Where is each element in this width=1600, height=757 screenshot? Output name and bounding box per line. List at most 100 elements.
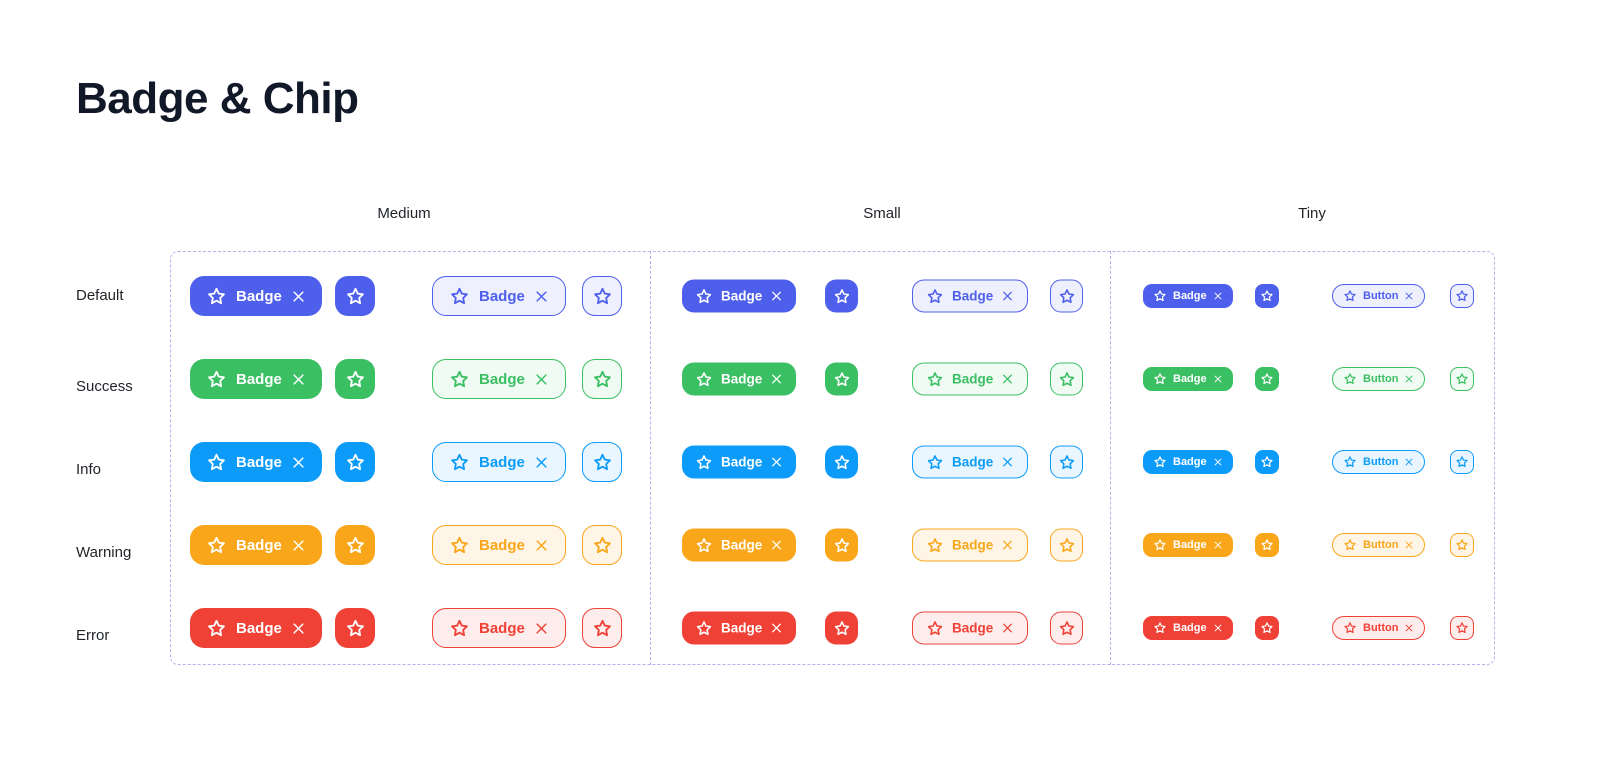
badge-tiny-info-outlined-text[interactable]: Button — [1332, 450, 1426, 474]
badge-small-error-outlined-icon[interactable] — [1050, 611, 1083, 645]
badge-tiny-default-solid-icon[interactable] — [1255, 284, 1279, 308]
close-icon[interactable] — [534, 538, 549, 553]
star-icon — [695, 370, 713, 388]
badge-medium-default-outlined-text[interactable]: Badge — [432, 276, 566, 316]
badge-tiny-success-outlined-icon[interactable] — [1450, 367, 1474, 391]
badge-medium-error-solid-text[interactable]: Badge — [190, 608, 322, 648]
star-icon — [926, 453, 944, 471]
star-icon — [1058, 536, 1076, 554]
close-icon[interactable] — [770, 539, 783, 552]
badge-tiny-error-outlined-text[interactable]: Button — [1332, 616, 1426, 640]
badge-tiny-error-solid-icon[interactable] — [1255, 616, 1279, 640]
close-icon[interactable] — [1404, 457, 1414, 467]
badge-small-success-solid-text[interactable]: Badge — [682, 362, 797, 396]
badge-tiny-info-solid-text[interactable]: Badge — [1143, 450, 1233, 474]
close-icon[interactable] — [534, 621, 549, 636]
badge-medium-success-solid-text[interactable]: Badge — [190, 359, 322, 399]
badge-label: Badge — [952, 288, 994, 304]
close-icon[interactable] — [1001, 373, 1014, 386]
close-icon[interactable] — [1001, 539, 1014, 552]
close-icon[interactable] — [770, 290, 783, 303]
badge-medium-error-outlined-text[interactable]: Badge — [432, 608, 566, 648]
badge-small-warning-solid-icon[interactable] — [825, 528, 858, 562]
badge-tiny-success-outlined-text[interactable]: Button — [1332, 367, 1426, 391]
close-icon[interactable] — [291, 372, 306, 387]
close-icon[interactable] — [1001, 622, 1014, 635]
close-icon[interactable] — [770, 456, 783, 469]
badge-medium-success-solid-icon[interactable] — [335, 359, 375, 399]
badge-small-info-outlined-icon[interactable] — [1050, 445, 1083, 479]
badge-tiny-success-solid-text[interactable]: Badge — [1143, 367, 1233, 391]
close-icon[interactable] — [1213, 457, 1223, 467]
close-icon[interactable] — [534, 455, 549, 470]
close-icon[interactable] — [1213, 374, 1223, 384]
close-icon[interactable] — [1404, 623, 1414, 633]
badge-tiny-warning-solid-text[interactable]: Badge — [1143, 533, 1233, 557]
badge-tiny-success-solid-icon[interactable] — [1255, 367, 1279, 391]
badge-slot-medium-success-outlined-icon — [582, 359, 622, 399]
badge-small-success-outlined-text[interactable]: Badge — [912, 362, 1029, 396]
badge-tiny-error-outlined-icon[interactable] — [1450, 616, 1474, 640]
close-icon[interactable] — [534, 289, 549, 304]
badge-tiny-error-solid-text[interactable]: Badge — [1143, 616, 1233, 640]
badge-medium-default-solid-text[interactable]: Badge — [190, 276, 322, 316]
star-icon — [449, 452, 470, 473]
badge-medium-info-solid-icon[interactable] — [335, 442, 375, 482]
badge-medium-info-outlined-text[interactable]: Badge — [432, 442, 566, 482]
badge-small-default-solid-text[interactable]: Badge — [682, 279, 797, 313]
badge-small-warning-outlined-icon[interactable] — [1050, 528, 1083, 562]
badge-medium-default-solid-icon[interactable] — [335, 276, 375, 316]
close-icon[interactable] — [1001, 456, 1014, 469]
badge-small-warning-outlined-text[interactable]: Badge — [912, 528, 1029, 562]
close-icon[interactable] — [291, 621, 306, 636]
badge-tiny-warning-outlined-text[interactable]: Button — [1332, 533, 1426, 557]
close-icon[interactable] — [1404, 540, 1414, 550]
badge-tiny-warning-solid-icon[interactable] — [1255, 533, 1279, 557]
badge-medium-default-outlined-icon[interactable] — [582, 276, 622, 316]
badge-tiny-info-solid-icon[interactable] — [1255, 450, 1279, 474]
badge-medium-warning-solid-text[interactable]: Badge — [190, 525, 322, 565]
close-icon[interactable] — [1404, 291, 1414, 301]
badge-tiny-default-outlined-icon[interactable] — [1450, 284, 1474, 308]
badge-slot-tiny-default-solid-text: Badge — [1143, 284, 1233, 308]
badge-medium-warning-outlined-icon[interactable] — [582, 525, 622, 565]
badge-small-info-solid-icon[interactable] — [825, 445, 858, 479]
close-icon[interactable] — [1404, 374, 1414, 384]
badge-small-error-outlined-text[interactable]: Badge — [912, 611, 1029, 645]
badge-label: Badge — [479, 536, 525, 554]
badge-small-info-solid-text[interactable]: Badge — [682, 445, 797, 479]
close-icon[interactable] — [770, 373, 783, 386]
close-icon[interactable] — [770, 622, 783, 635]
close-icon[interactable] — [291, 289, 306, 304]
badge-medium-success-outlined-icon[interactable] — [582, 359, 622, 399]
close-icon[interactable] — [1213, 291, 1223, 301]
badge-tiny-default-outlined-text[interactable]: Button — [1332, 284, 1426, 308]
badge-small-warning-solid-text[interactable]: Badge — [682, 528, 797, 562]
badge-small-error-solid-icon[interactable] — [825, 611, 858, 645]
badge-medium-info-outlined-icon[interactable] — [582, 442, 622, 482]
badge-tiny-warning-outlined-icon[interactable] — [1450, 533, 1474, 557]
close-icon[interactable] — [291, 538, 306, 553]
badge-small-default-solid-icon[interactable] — [825, 279, 858, 313]
close-icon[interactable] — [534, 372, 549, 387]
close-icon[interactable] — [1213, 623, 1223, 633]
close-icon[interactable] — [291, 455, 306, 470]
badge-medium-warning-solid-icon[interactable] — [335, 525, 375, 565]
badge-small-default-outlined-text[interactable]: Badge — [912, 279, 1029, 313]
star-icon — [1260, 621, 1274, 635]
badge-medium-success-outlined-text[interactable]: Badge — [432, 359, 566, 399]
badge-small-success-solid-icon[interactable] — [825, 362, 858, 396]
badge-medium-warning-outlined-text[interactable]: Badge — [432, 525, 566, 565]
badge-small-default-outlined-icon[interactable] — [1050, 279, 1083, 313]
close-icon[interactable] — [1001, 290, 1014, 303]
badge-label: Badge — [721, 371, 763, 387]
badge-medium-error-outlined-icon[interactable] — [582, 608, 622, 648]
close-icon[interactable] — [1213, 540, 1223, 550]
badge-small-error-solid-text[interactable]: Badge — [682, 611, 797, 645]
badge-medium-info-solid-text[interactable]: Badge — [190, 442, 322, 482]
badge-tiny-info-outlined-icon[interactable] — [1450, 450, 1474, 474]
badge-small-info-outlined-text[interactable]: Badge — [912, 445, 1029, 479]
badge-small-success-outlined-icon[interactable] — [1050, 362, 1083, 396]
badge-tiny-default-solid-text[interactable]: Badge — [1143, 284, 1233, 308]
badge-medium-error-solid-icon[interactable] — [335, 608, 375, 648]
